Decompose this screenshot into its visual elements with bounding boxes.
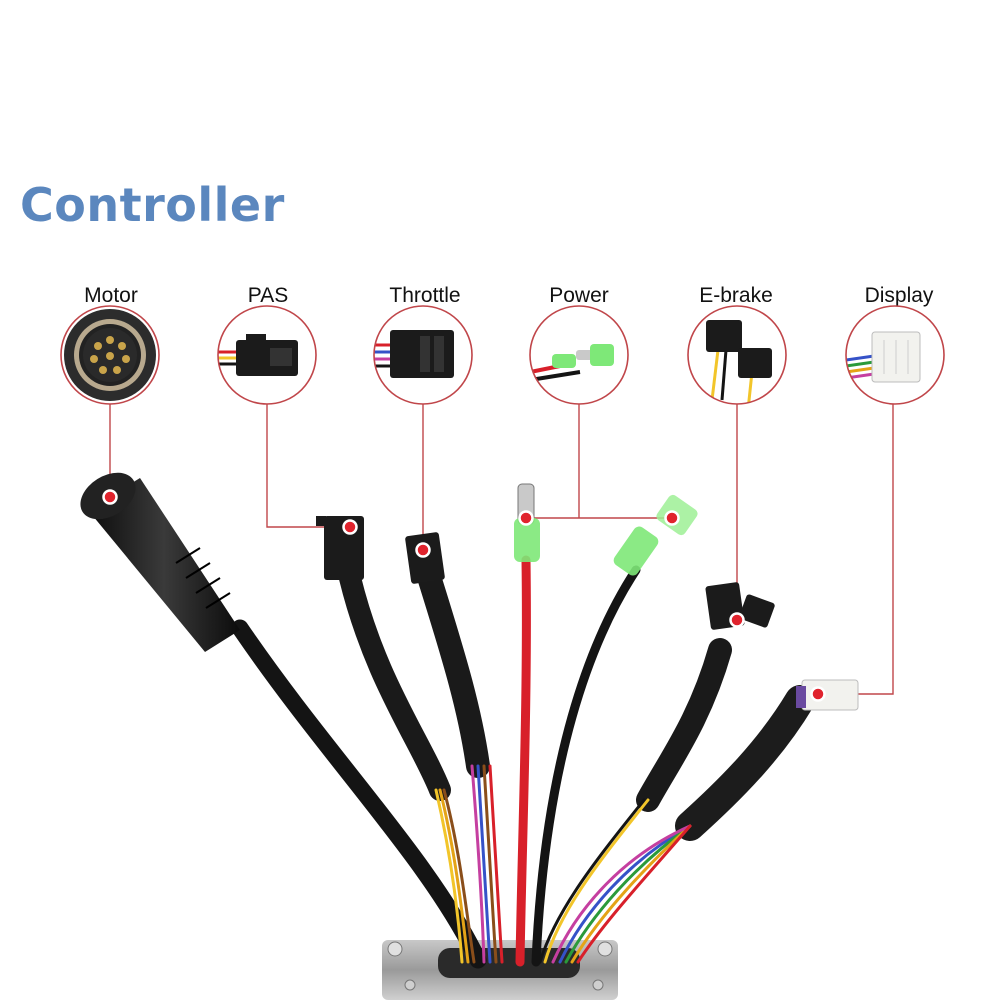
motor-connector-icon (60, 305, 160, 405)
label-display: Display (864, 284, 934, 307)
display-connector-icon (845, 305, 945, 405)
motor-plug (80, 472, 240, 652)
power-terminals (514, 483, 698, 576)
label-throttle: Throttle (389, 284, 461, 307)
throttle-plug (405, 532, 445, 584)
ebrake-connector-icon (687, 305, 787, 405)
label-pas: PAS (247, 284, 289, 307)
callout-line-power (526, 404, 672, 519)
diagram-title: Controller (20, 178, 285, 232)
power-connector-icon (529, 305, 629, 405)
cables (231, 555, 815, 969)
callout-lines (109, 404, 894, 695)
target-dots (102, 489, 826, 702)
label-ebrake: E-brake (699, 284, 773, 307)
callout-line-pas (266, 404, 350, 528)
pas-connector-icon (217, 305, 317, 405)
throttle-connector-icon (373, 305, 473, 405)
label-motor: Motor (84, 284, 138, 307)
callout-line-display (818, 404, 894, 695)
label-power: Power (549, 284, 609, 307)
display-plug (796, 679, 859, 711)
